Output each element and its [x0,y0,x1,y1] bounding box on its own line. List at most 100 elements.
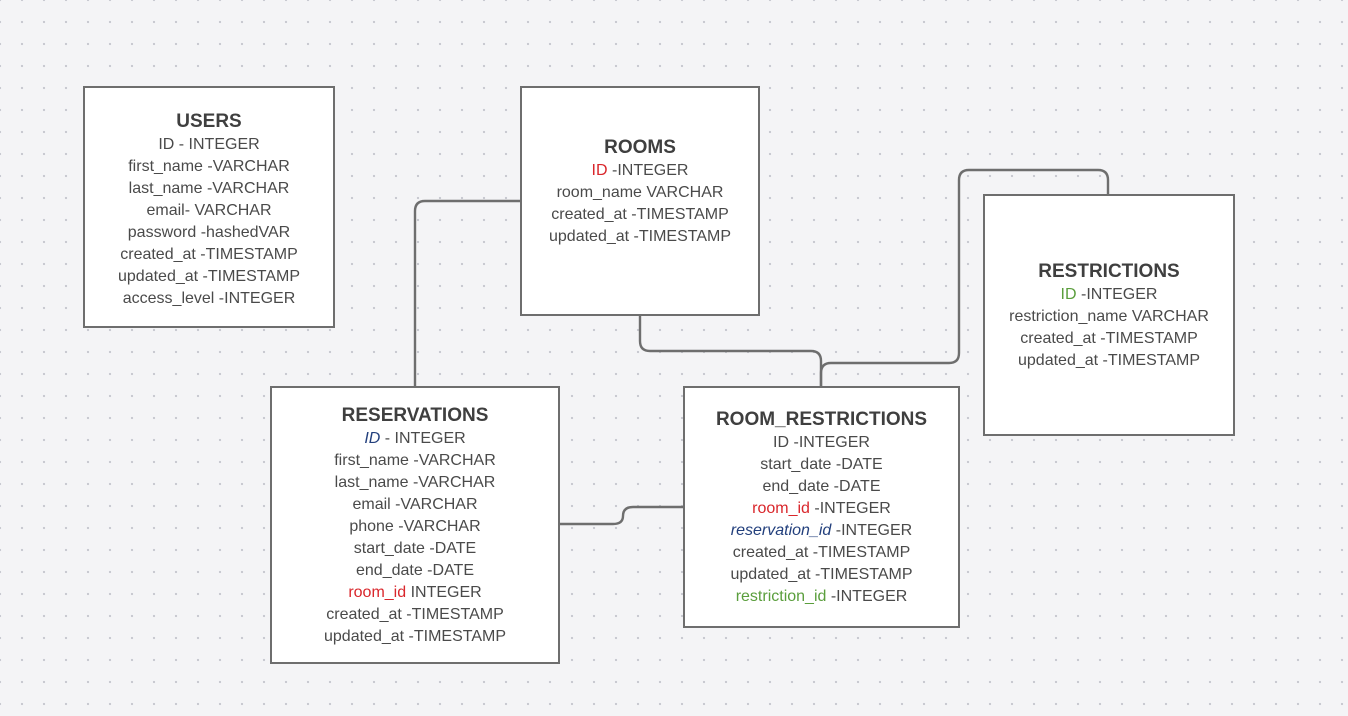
field-name: email [352,496,391,513]
field-name: ID [591,162,608,179]
field-name: start_date [353,540,425,557]
field-type: -TIMESTAMP [808,544,911,561]
field-row: access_level -INTEGER [85,288,333,310]
field-type: -INTEGER [214,290,296,307]
restrictions-title: RESTRICTIONS [1038,261,1180,282]
field-name: restriction_id [735,588,827,605]
field-row: updated_at -TIMESTAMP [985,350,1233,372]
field-name: end_date [762,478,830,495]
field-row: last_name -VARCHAR [272,472,558,494]
field-type: -TIMESTAMP [198,268,300,285]
field-row: created_at -TIMESTAMP [85,244,333,266]
field-name: email- [146,202,191,219]
field-type: - INTEGER [174,136,260,153]
field-name: password [127,224,197,241]
field-row: end_date -DATE [272,560,558,582]
field-name: created_at [1020,330,1096,347]
field-type: -TIMESTAMP [404,628,506,645]
field-type: -TIMESTAMP [401,606,504,623]
field-type: -INTEGER [607,162,689,179]
field-row: updated_at -TIMESTAMP [272,626,558,648]
field-type: -DATE [422,562,474,579]
field-name: created_at [120,246,196,263]
field-type: -TIMESTAMP [1095,330,1198,347]
field-type: -INTEGER [789,434,870,451]
field-name: room_id [752,500,810,517]
field-type: -INTEGER [809,500,891,517]
field-name: start_date [760,456,832,473]
field-type: -INTEGER [1076,286,1158,303]
field-row: created_at -TIMESTAMP [522,204,758,226]
field-row: phone -VARCHAR [272,516,558,538]
field-type: -TIMESTAMP [626,206,729,223]
connector-rooms-room-restrictions[interactable] [638,316,823,386]
field-type: VARCHAR [190,202,272,219]
field-row: room_name VARCHAR [522,182,758,204]
field-type: -INTEGER [831,522,913,539]
field-type: -VARCHAR [390,496,478,513]
field-row: last_name -VARCHAR [85,178,333,200]
field-row: ID - INTEGER [85,134,333,156]
field-row: restriction_id -INTEGER [685,586,958,608]
field-type: -VARCHAR [202,158,290,175]
field-row: created_at -TIMESTAMP [985,328,1233,350]
field-row: end_date -DATE [685,476,958,498]
field-type: -DATE [831,456,883,473]
field-type: VARCHAR [1127,308,1209,325]
field-name: ID [773,434,790,451]
field-name: ID [158,136,175,153]
field-type: -TIMESTAMP [629,228,731,245]
users-title: USERS [176,111,242,132]
field-type: - INTEGER [380,430,466,447]
connector-rooms-reservations[interactable] [413,199,520,386]
field-name: ID [364,430,381,447]
field-name: created_at [551,206,627,223]
field-type: -INTEGER [826,588,908,605]
field-row: start_date -DATE [272,538,558,560]
field-type: INTEGER [406,584,482,601]
field-name: updated_at [324,628,405,645]
field-row: ID - INTEGER [272,428,558,450]
field-name: created_at [732,544,809,561]
field-name: room_name [556,184,642,201]
field-row: updated_at -TIMESTAMP [522,226,758,248]
field-type: -TIMESTAMP [1098,352,1200,369]
rooms-title: ROOMS [604,137,676,158]
field-row: ID -INTEGER [685,432,958,454]
field-name: room_id [348,584,407,601]
field-type: -VARCHAR [408,452,496,469]
field-name: updated_at [549,228,630,245]
field-name: updated_at [730,566,811,583]
field-type: -VARCHAR [202,180,290,197]
field-row: restriction_name VARCHAR [985,306,1233,328]
connector-reservations-room-restrictions[interactable] [560,505,683,526]
connector-restrictions-room-restrictions[interactable] [819,168,1110,386]
field-name: phone [349,518,394,535]
field-row: ID -INTEGER [985,284,1233,306]
field-type: -VARCHAR [393,518,481,535]
field-row: email- VARCHAR [85,200,333,222]
field-row: reservation_id -INTEGER [685,520,958,542]
field-row: room_id INTEGER [272,582,558,604]
field-name: last_name [128,180,203,197]
field-name: first_name [334,452,409,469]
field-type: -TIMESTAMP [195,246,298,263]
field-type: -VARCHAR [408,474,496,491]
field-row: updated_at -TIMESTAMP [85,266,333,288]
field-type: -DATE [829,478,881,495]
field-row: password -hashedVAR [85,222,333,244]
field-row: email -VARCHAR [272,494,558,516]
field-name: restriction_name [1009,308,1128,325]
field-type: -TIMESTAMP [810,566,913,583]
field-name: updated_at [118,268,199,285]
field-name: first_name [128,158,203,175]
field-type: -DATE [424,540,477,557]
field-row: first_name -VARCHAR [272,450,558,472]
field-row: ID -INTEGER [522,160,758,182]
